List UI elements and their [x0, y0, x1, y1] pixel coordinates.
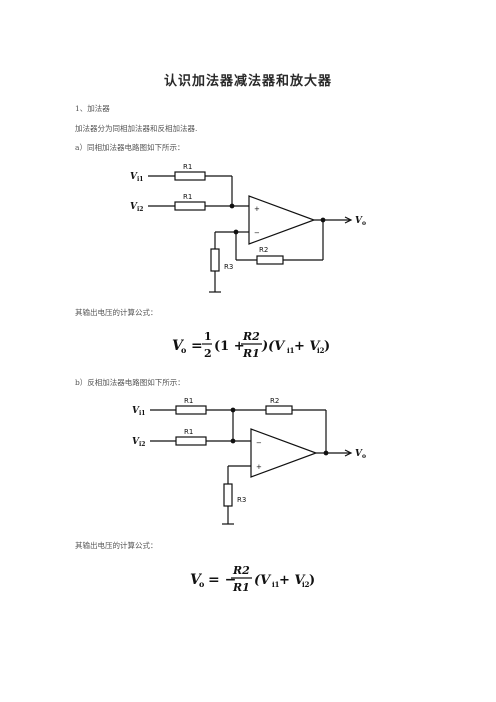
- circuit-a-plus-sign: +: [254, 205, 260, 213]
- circuit-b-vi2-label: V: [132, 437, 140, 447]
- circuit-a-opamp: [248, 195, 316, 245]
- circuit-a-resistor-r1-top: [174, 171, 206, 181]
- svg-text:+ V: + V: [294, 339, 321, 354]
- circuit-b-vo-label: V: [355, 449, 363, 459]
- svg-text:= −: = −: [208, 572, 236, 588]
- svg-text:): ): [309, 573, 315, 588]
- circuit-b-r1-bottom-label: R1: [184, 428, 193, 436]
- circuit-a-vi1-sub: i1: [137, 176, 143, 183]
- svg-text:V: V: [172, 338, 185, 354]
- svg-text:): ): [324, 339, 330, 354]
- intro-text: 加法器分为同相加法器和反相加法器.: [75, 124, 198, 133]
- circuit-a-resistor-r3: [210, 248, 220, 272]
- svg-text:i2: i2: [302, 580, 310, 589]
- circuit-a-vi1-label: V: [130, 172, 138, 182]
- circuit-a-vo-sub: o: [362, 220, 366, 227]
- svg-text:1: 1: [204, 330, 212, 343]
- svg-text:o: o: [199, 579, 205, 589]
- svg-text:i1: i1: [287, 346, 295, 355]
- svg-text:i2: i2: [317, 346, 325, 355]
- circuit-b-resistor-r1-top: [175, 405, 207, 415]
- circuit-b-vo-sub: o: [362, 453, 366, 460]
- circuit-a-vi2-label: V: [130, 202, 138, 212]
- circuit-a-resistor-r2: [256, 255, 284, 265]
- svg-text:R1: R1: [232, 581, 250, 594]
- circuit-b-r2-label: R2: [270, 397, 279, 405]
- svg-text:R1: R1: [242, 347, 260, 360]
- circuit-a-vi2-sub: i2: [137, 206, 143, 213]
- part-b-caption: b）反相加法器电路图如下所示：: [75, 378, 185, 387]
- formula-b-caption: 其输出电压的计算公式：: [75, 541, 158, 550]
- circuit-b-vi1-sub: i1: [139, 410, 145, 417]
- circuit-a-diagram: [148, 171, 350, 293]
- svg-text:=: =: [191, 338, 203, 354]
- formula-a-caption: 其输出电压的计算公式：: [75, 308, 158, 317]
- circuit-b-resistor-r3: [223, 483, 233, 507]
- circuit-a-r3-label: R3: [224, 263, 233, 271]
- circuit-b-vi2-sub: i2: [139, 441, 145, 448]
- svg-text:(1 +: (1 +: [214, 339, 245, 354]
- circuit-b-minus-sign: −: [256, 439, 262, 447]
- svg-text:+ V: + V: [279, 573, 306, 588]
- circuit-b-r3-label: R3: [237, 496, 246, 504]
- circuit-b-r1-top-label: R1: [184, 397, 193, 405]
- part-a-caption: a）同相加法器电路图如下所示：: [75, 143, 185, 152]
- circuit-b-resistor-r1-bottom: [175, 436, 207, 446]
- formula-a: V o = 1 2 (1 + R2 R1 )(V i1 + V i2 ): [172, 330, 330, 360]
- circuit-b-vi1-label: V: [132, 406, 140, 416]
- circuit-a-r1-top-label: R1: [183, 163, 192, 171]
- circuit-a-vo-label: V: [355, 216, 363, 226]
- formula-b: V o = − R2 R1 (V i1 + V i2 ): [190, 564, 315, 594]
- svg-text:)(V: )(V: [261, 339, 286, 354]
- svg-text:i1: i1: [272, 580, 280, 589]
- svg-text:2: 2: [204, 347, 212, 360]
- svg-text:(V: (V: [254, 573, 272, 588]
- circuit-b-plus-sign: +: [256, 463, 262, 471]
- circuit-b-diagram: [150, 405, 350, 525]
- circuit-a-r2-label: R2: [259, 246, 268, 254]
- svg-text:R2: R2: [242, 330, 260, 343]
- circuit-a-resistor-r1-bottom: [174, 201, 206, 211]
- section-heading: 1、加法器: [75, 104, 110, 113]
- svg-text:V: V: [190, 572, 203, 588]
- circuit-b-opamp: [250, 428, 318, 478]
- circuit-b-resistor-r2: [265, 405, 293, 415]
- svg-text:o: o: [181, 345, 187, 355]
- circuit-a-minus-sign: −: [254, 229, 260, 237]
- circuit-a-r1-bottom-label: R1: [183, 193, 192, 201]
- page-title: 认识加法器减法器和放大器: [163, 74, 332, 89]
- svg-text:R2: R2: [232, 564, 250, 577]
